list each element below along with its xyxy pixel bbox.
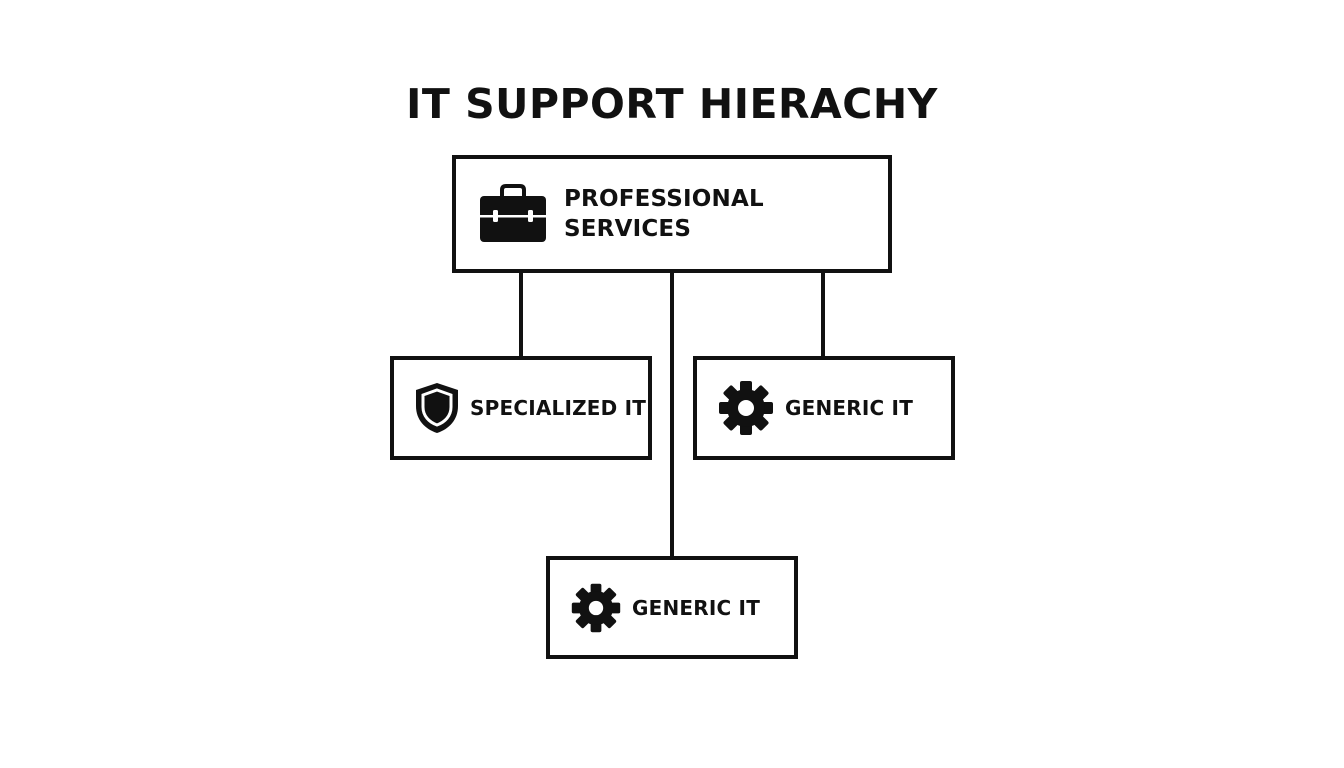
diagram-title: IT SUPPORT HIERACHY — [406, 80, 938, 128]
node-label-line-2: SERVICES — [564, 216, 692, 242]
gear-icon — [719, 381, 773, 435]
node-generic-it-right-label: GENERIC IT — [785, 396, 914, 420]
gear-icon — [571, 583, 621, 632]
node-professional-services: PROFESSIONAL SERVICES — [452, 155, 892, 273]
node-specialized-it-label: SPECIALIZED IT — [470, 396, 647, 420]
node-generic-it-bottom-label: GENERIC IT — [632, 595, 761, 620]
node-professional-services-label: PROFESSIONAL SERVICES — [564, 184, 784, 244]
node-label-line-1: PROFESSIONAL — [564, 186, 764, 212]
briefcase-icon — [480, 184, 546, 242]
shield-icon — [416, 383, 458, 433]
node-generic-it-right: GENERIC IT — [693, 356, 955, 460]
node-specialized-it: SPECIALIZED IT — [390, 356, 652, 460]
node-generic-it-bottom: GENERIC IT — [546, 556, 798, 659]
